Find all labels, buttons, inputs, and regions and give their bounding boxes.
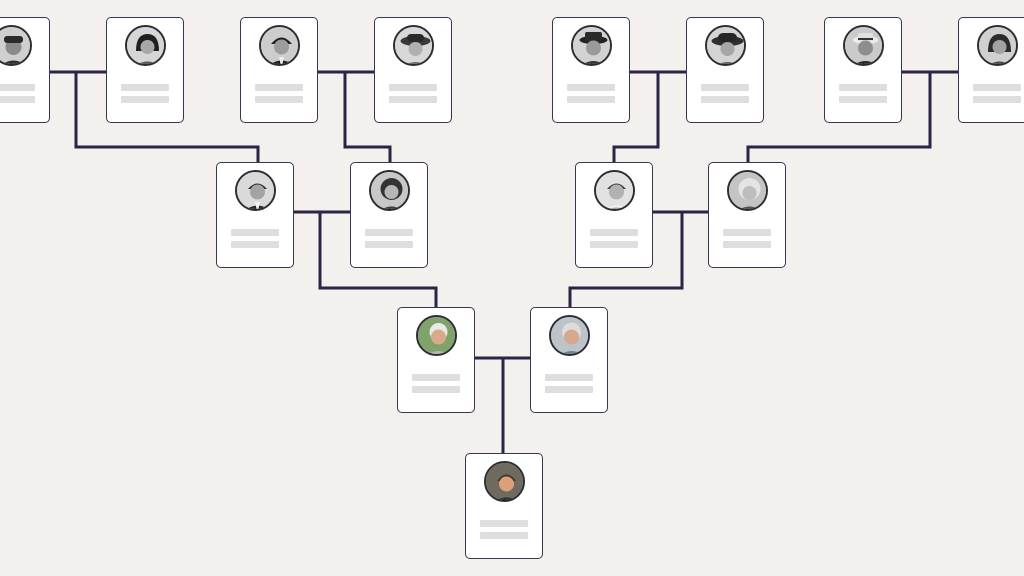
name-placeholder bbox=[365, 229, 413, 236]
dates-placeholder bbox=[723, 241, 771, 248]
person-card-p1[interactable] bbox=[397, 307, 475, 413]
person-card-p2[interactable] bbox=[530, 307, 608, 413]
name-placeholder bbox=[973, 84, 1021, 91]
man-young-icon bbox=[484, 461, 525, 502]
dates-placeholder bbox=[839, 96, 887, 103]
man-suit-icon bbox=[594, 170, 635, 211]
dates-placeholder bbox=[389, 96, 437, 103]
dates-placeholder bbox=[480, 532, 528, 539]
name-placeholder bbox=[0, 84, 35, 91]
person-card-ggp7[interactable] bbox=[824, 17, 902, 123]
name-placeholder bbox=[545, 374, 593, 381]
name-placeholder bbox=[389, 84, 437, 91]
man-hat-icon bbox=[571, 25, 612, 66]
name-placeholder bbox=[231, 229, 279, 236]
name-placeholder bbox=[567, 84, 615, 91]
person-card-ggp8[interactable] bbox=[958, 17, 1024, 123]
woman-curls-icon bbox=[369, 170, 410, 211]
person-card-ggp2[interactable] bbox=[106, 17, 184, 123]
person-card-ggp6[interactable] bbox=[686, 17, 764, 123]
person-card-ggp5[interactable] bbox=[552, 17, 630, 123]
name-placeholder bbox=[412, 374, 460, 381]
name-placeholder bbox=[255, 84, 303, 91]
dates-placeholder bbox=[0, 96, 35, 103]
person-card-ggp4[interactable] bbox=[374, 17, 452, 123]
name-placeholder bbox=[701, 84, 749, 91]
dates-placeholder bbox=[701, 96, 749, 103]
woman-curls-icon bbox=[727, 170, 768, 211]
name-placeholder bbox=[121, 84, 169, 91]
man-hat-icon bbox=[843, 25, 884, 66]
person-card-gp1[interactable] bbox=[216, 162, 294, 268]
dates-placeholder bbox=[365, 241, 413, 248]
couple-line bbox=[474, 356, 530, 454]
woman-bob-icon bbox=[125, 25, 166, 66]
dates-placeholder bbox=[121, 96, 169, 103]
dates-placeholder bbox=[973, 96, 1021, 103]
dates-placeholder bbox=[567, 96, 615, 103]
woman-hat-icon bbox=[705, 25, 746, 66]
name-placeholder bbox=[839, 84, 887, 91]
person-card-ggp3[interactable] bbox=[240, 17, 318, 123]
dates-placeholder bbox=[590, 241, 638, 248]
man-elder-icon bbox=[416, 315, 457, 356]
name-placeholder bbox=[723, 229, 771, 236]
man-suit-icon bbox=[235, 170, 276, 211]
dates-placeholder bbox=[231, 241, 279, 248]
person-card-ggp1[interactable] bbox=[0, 17, 50, 123]
woman-hat-icon bbox=[393, 25, 434, 66]
man-elder-icon bbox=[549, 315, 590, 356]
man-cap-icon bbox=[0, 25, 32, 66]
dates-placeholder bbox=[545, 386, 593, 393]
person-card-gp3[interactable] bbox=[575, 162, 653, 268]
dates-placeholder bbox=[412, 386, 460, 393]
woman-bob-icon bbox=[977, 25, 1018, 66]
dates-placeholder bbox=[255, 96, 303, 103]
man-suit-icon bbox=[259, 25, 300, 66]
person-card-root[interactable] bbox=[465, 453, 543, 559]
person-card-gp4[interactable] bbox=[708, 162, 786, 268]
person-card-gp2[interactable] bbox=[350, 162, 428, 268]
name-placeholder bbox=[480, 520, 528, 527]
name-placeholder bbox=[590, 229, 638, 236]
